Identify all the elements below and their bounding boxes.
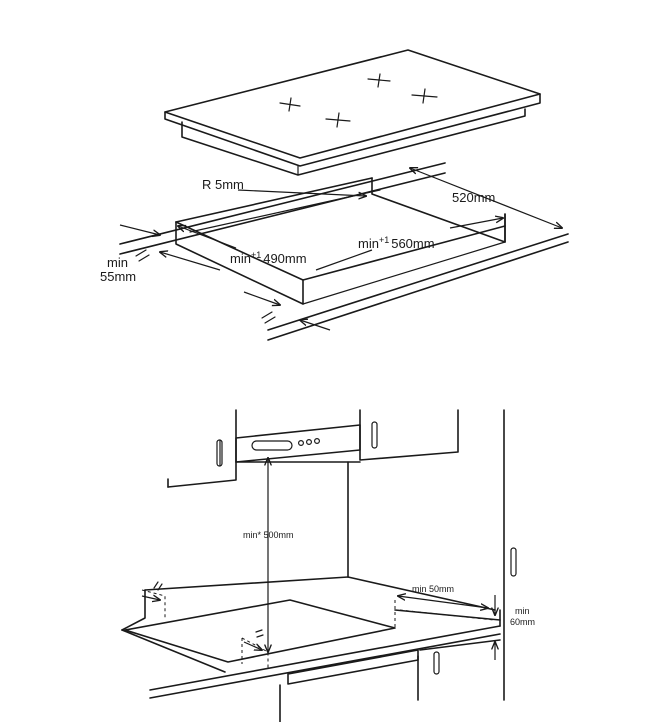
min-55-arrow-top [119,224,160,235]
back-clearance-label: min [515,606,530,616]
worktop-depth-arrow [160,252,221,271]
tall-cabinet [503,409,517,701]
cooking-zone-icon-2 [367,73,391,88]
radius-arrow [237,189,366,196]
cooker-hood [235,424,361,463]
cooking-zone-icon-1 [279,97,301,112]
depth-label: 520mm [452,190,495,205]
min-depth-arrow-mid [315,249,373,271]
lower-arrow-left [243,291,280,305]
back-clearance-value: 60mm [510,617,535,627]
hood-clearance-label: min* 500mm [243,530,294,540]
hob-installed [124,599,396,663]
worktop-min-label: min [107,255,128,270]
lower-arrow-right [300,320,331,331]
drawer-handle [433,651,440,675]
cooking-zone-icon-4 [325,112,351,128]
worktop-cutout [119,162,569,341]
depth-arrow [410,168,562,228]
clearance-guides [141,458,495,668]
side-clearance-arrow [398,596,488,608]
hob-top-surface [164,49,541,159]
side-clearance-label: min 50mm [412,584,454,594]
dimension-arrows-top [119,168,562,331]
worktop-lower [121,589,501,722]
hood-light [251,440,293,451]
radius-label: R 5mm [202,177,244,192]
worktop-min-value: 55mm [100,269,136,284]
tall-cabinet-handle [510,547,517,577]
upper-cabinets [167,409,459,488]
oven-front [287,649,419,685]
hob-appliance [164,49,541,176]
cabinet-handle-right [371,421,378,449]
min-width-arrow-right [449,218,503,229]
hood-knob-1 [298,440,305,447]
hood-knob-3 [314,438,321,445]
labels-bottom: min* 500mm min 50mm min 60mm [243,530,535,627]
hob-glass-edge [164,93,541,167]
hood-knob-2 [306,439,313,446]
min-depth-arrow-left [178,226,237,249]
cooking-zone-icon-3 [411,88,438,104]
